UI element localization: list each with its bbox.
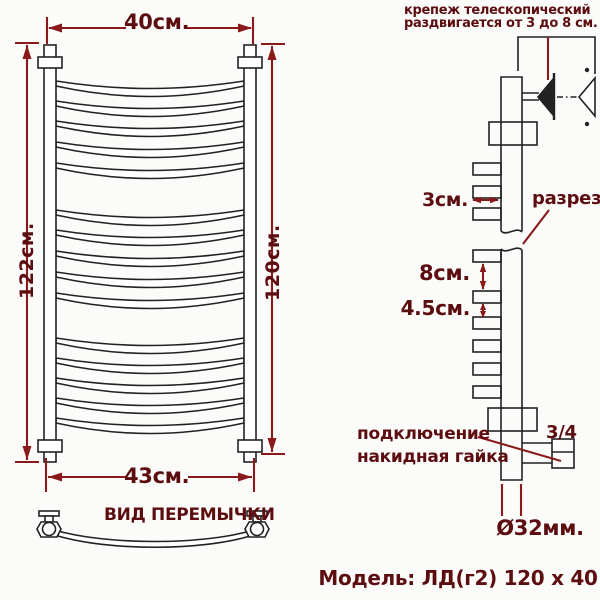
depth-label: 3см. (421, 189, 468, 211)
model-label: Модель: ЛД(г2) 120 х 40 (318, 566, 598, 590)
collar (37, 56, 63, 69)
front-view-linework (37, 44, 263, 463)
rungs (55, 80, 245, 435)
rung-stubs (472, 162, 502, 399)
bracket-note-line2: раздвигается от 3 до 8 см. (404, 16, 598, 31)
diameter-label: Ø32мм. (496, 516, 584, 540)
crossbar-linework (36, 510, 270, 548)
left-post (43, 44, 57, 463)
bracket-frame (517, 36, 596, 74)
union-nut (551, 438, 575, 469)
bracket-note: крепеж телескопический раздвигается от 3… (404, 4, 598, 30)
left-height-label: 122см. (16, 222, 38, 299)
bracket-note-line1: крепеж телескопический (404, 3, 591, 18)
right-post (243, 44, 257, 463)
gap-small-label: 4.5см. (400, 296, 471, 320)
wall-cone-near (536, 75, 555, 119)
connection-line1: подключение (357, 424, 490, 444)
wall-cone-far (577, 75, 596, 119)
top-width-label: 40см. (124, 10, 190, 34)
dimension-linework (15, 17, 562, 516)
thread-size-label: 3/4 (546, 422, 577, 443)
mount-collar-bottom (487, 407, 538, 432)
connection-note: подключение накидная гайка (357, 423, 509, 469)
section-label: разрез (532, 188, 600, 209)
collar (237, 56, 263, 69)
right-height-label: 120см. (262, 224, 284, 301)
side-view-linework (472, 36, 596, 481)
connection-line2: накидная гайка (357, 447, 509, 467)
bottom-width-label: 43см. (124, 464, 190, 488)
pipe-break-bottom (500, 247, 523, 252)
gap-large-label: 8см. (418, 261, 470, 285)
pipe-upper (500, 76, 523, 231)
collar (237, 439, 263, 453)
collar (37, 439, 63, 453)
mount-collar-top (488, 121, 538, 146)
crossbar-view-title: ВИД ПЕРЕМЫЧКИ (104, 505, 275, 525)
pipe-break-top (500, 229, 523, 234)
